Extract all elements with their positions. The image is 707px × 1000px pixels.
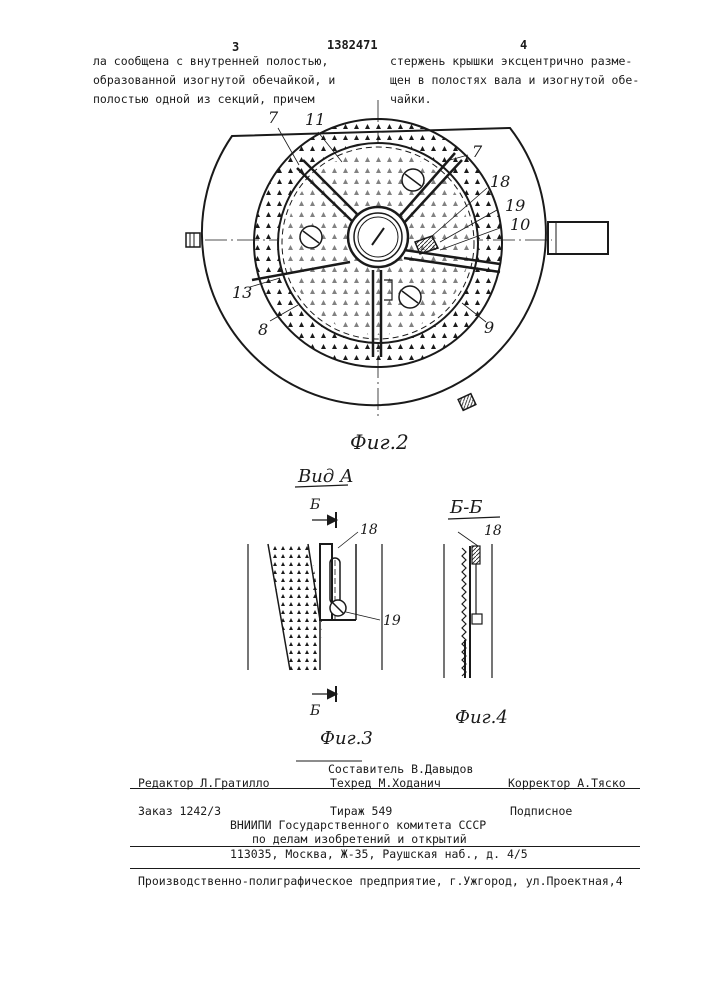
subscription: Подписное <box>510 804 572 818</box>
corrector: Корректор А.Тяско <box>508 776 626 790</box>
rule-3 <box>130 868 640 869</box>
circulation: Тираж 549 <box>330 804 392 818</box>
view-a-label: Вид А <box>298 466 354 487</box>
fig4-caption: Фиг.4 <box>455 707 508 728</box>
bottom-fitting <box>458 394 476 411</box>
label-9: 9 <box>484 318 494 337</box>
fig4-label-18: 18 <box>484 523 502 539</box>
editor: Редактор Л.Гратилло <box>138 776 270 790</box>
label-13: 13 <box>232 283 252 302</box>
label-19: 19 <box>505 196 525 215</box>
order: Заказ 1242/3 <box>138 804 221 818</box>
org-line-1: ВНИИПИ Государственного комитета СССР <box>230 818 486 832</box>
section-bb-label: Б-Б <box>450 497 483 518</box>
fig2-caption: Фиг.2 <box>350 430 409 454</box>
figure-3 <box>248 485 382 702</box>
label-7-right: 7 <box>472 142 482 161</box>
key-left <box>186 233 200 247</box>
techred: Техред М.Ходанич <box>330 776 441 790</box>
label-8: 8 <box>258 320 268 339</box>
label-18: 18 <box>490 172 510 191</box>
label-7-left: 7 <box>268 108 278 127</box>
figure-4 <box>444 517 500 678</box>
section-mark-bottom: Б <box>310 703 320 719</box>
label-10: 10 <box>510 215 530 234</box>
label-11: 11 <box>305 110 325 129</box>
section-mark-top: Б <box>310 497 320 513</box>
fig3-label-18: 18 <box>360 522 378 538</box>
figure-2 <box>186 100 608 418</box>
fig3-caption: Фиг.3 <box>320 728 373 749</box>
org-line-2: по делам изобретений и открытий <box>252 832 467 846</box>
drive-shaft <box>548 222 608 254</box>
fig3-label-19: 19 <box>383 613 401 629</box>
printer: Производственно-полиграфическое предприя… <box>138 874 623 888</box>
compiler: Составитель В.Давыдов <box>328 762 473 776</box>
org-line-3: 113035, Москва, Ж-35, Раушская наб., д. … <box>230 847 528 861</box>
